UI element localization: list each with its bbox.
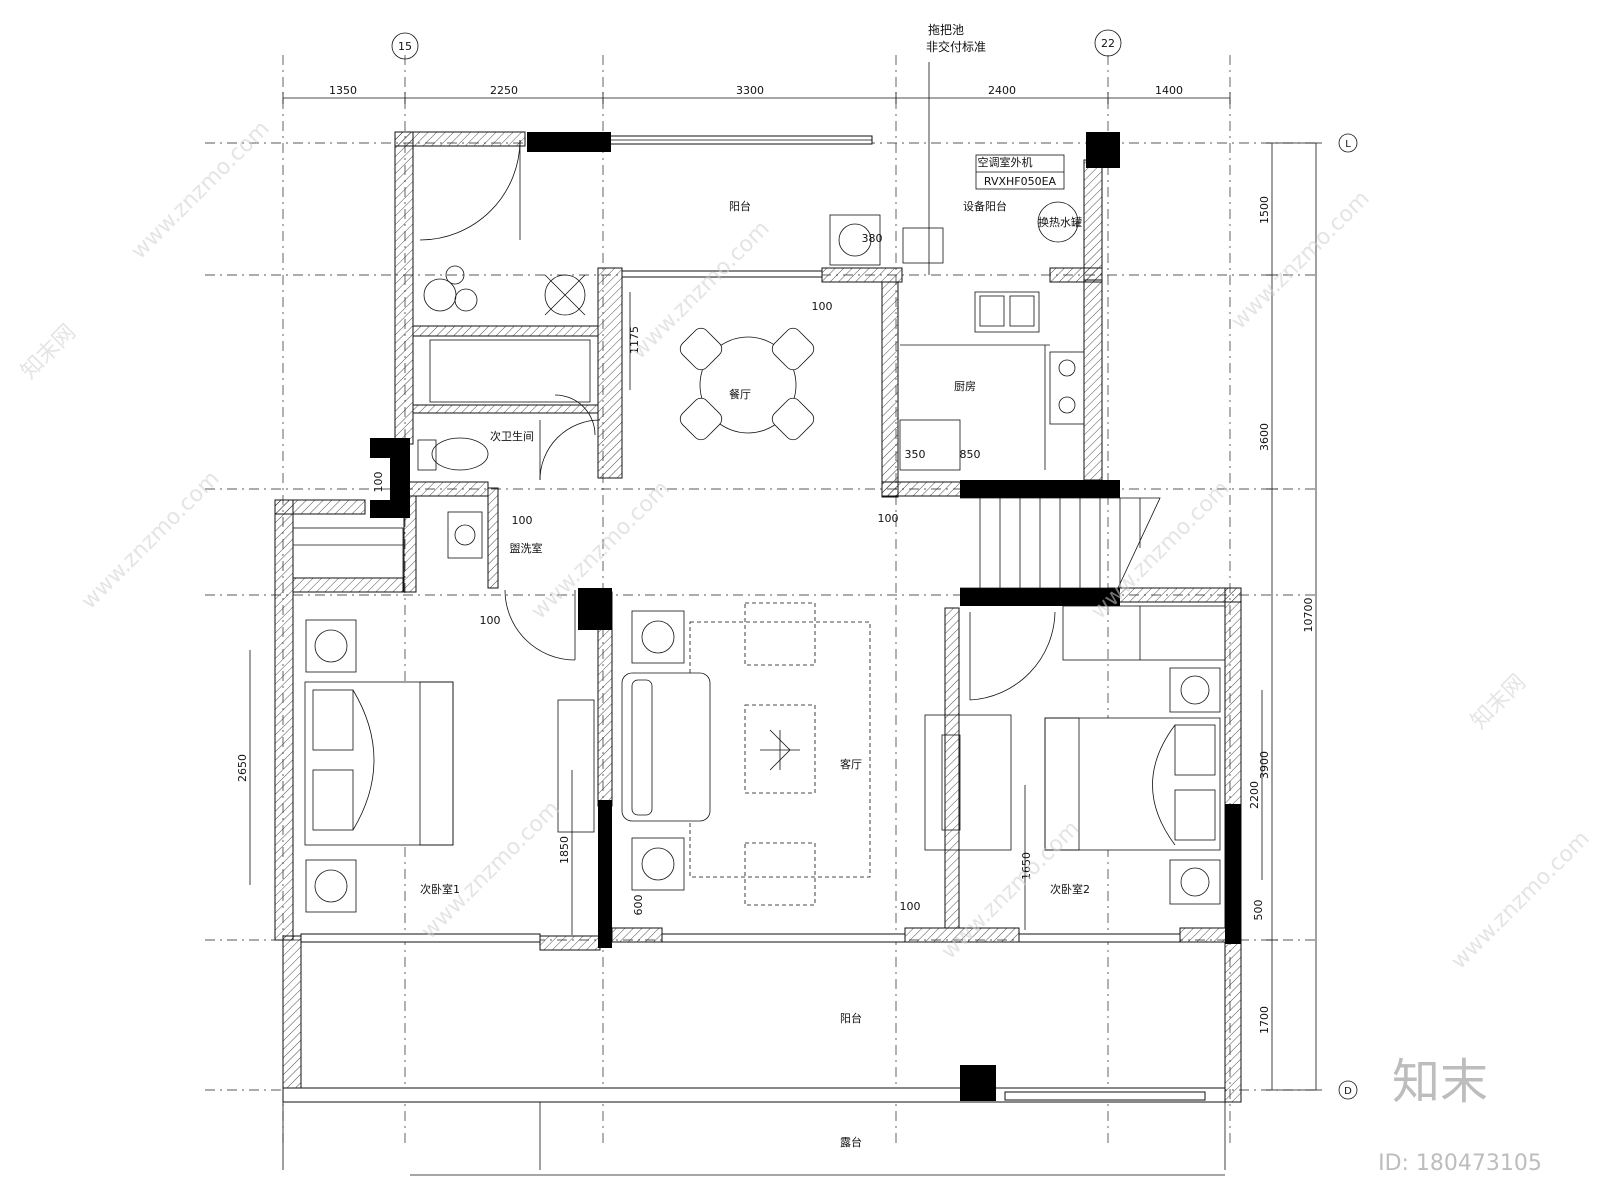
room-equipment-balcony: 设备阳台	[963, 199, 1007, 213]
axis-bubble-d: D	[1338, 1080, 1358, 1100]
bathroom-fixtures	[292, 339, 591, 579]
dim-3300: 3300	[736, 84, 764, 97]
room-living: 客厅	[840, 757, 862, 771]
watermark-brand-1: 知末网	[17, 320, 81, 384]
ac-model-label: RVXHF050EA	[984, 175, 1057, 188]
dim-350: 350	[905, 448, 926, 461]
dim-850: 850	[960, 448, 981, 461]
dim-1500: 1500	[1258, 196, 1271, 224]
heat-tank-symbol	[1037, 201, 1079, 243]
ac-unit-label: 空调室外机	[978, 155, 1033, 169]
top-dimensions: 1350 2250 3300 2400 1400	[282, 84, 1231, 104]
right-dimensions: 1500 3600 3900 1700 10700	[1258, 142, 1322, 1091]
axis-bubble-15: 15	[391, 32, 419, 60]
bedroom1-furniture	[304, 619, 595, 913]
room-bedroom2: 次卧室2	[1050, 882, 1090, 896]
watermarks: www.znzmo.com www.znzmo.com www.znzmo.co…	[17, 116, 1595, 974]
dim-600: 600	[632, 895, 645, 916]
room-bedroom1: 次卧室1	[420, 882, 460, 896]
living-furniture	[621, 602, 871, 906]
dim-100-c: 100	[480, 614, 501, 627]
dim-380: 380	[862, 232, 883, 245]
axis-label-15: 15	[398, 40, 412, 53]
brand-logo-text: 知末	[1392, 1054, 1488, 1110]
dim-1850: 1850	[558, 836, 571, 864]
dim-500: 500	[1252, 900, 1265, 921]
planters	[423, 265, 586, 316]
mop-pool-label: 拖把池	[928, 23, 964, 37]
room-balcony-top: 阳台	[729, 199, 751, 213]
dim-10700: 10700	[1302, 598, 1315, 633]
room-second-bath: 次卫生间	[490, 429, 534, 443]
room-kitchen: 厨房	[954, 380, 976, 393]
inner-dimensions: 2650 1850 600 1175 2200 1650 500 350 850…	[236, 232, 1265, 935]
heat-tank-label: 换热水罐	[1038, 215, 1082, 229]
bedroom2-furniture	[924, 605, 1226, 905]
kitchen-fixtures	[899, 291, 1085, 471]
mop-pool-note: 拖把池 非交付标准	[926, 23, 986, 275]
room-wash: 盥洗室	[510, 541, 543, 555]
axis-label-22: 22	[1101, 37, 1115, 50]
watermark-3: www.znzmo.com	[1227, 186, 1375, 334]
dim-2250: 2250	[490, 84, 518, 97]
brand-id: ID: 180473105	[1378, 1151, 1542, 1176]
dim-100-d: 100	[878, 512, 899, 525]
axis-label-d: D	[1344, 1086, 1352, 1097]
watermark-1: www.znzmo.com	[127, 116, 275, 264]
dim-100-a: 100	[812, 300, 833, 313]
dim-3900: 3900	[1258, 751, 1271, 779]
dim-1175: 1175	[628, 326, 641, 354]
dim-3600: 3600	[1258, 423, 1271, 451]
walls	[274, 131, 1242, 1176]
non-delivery-label: 非交付标准	[926, 39, 986, 54]
watermark-brand-2: 知末网	[1467, 670, 1531, 734]
room-dining: 餐厅	[729, 387, 751, 401]
dim-2400: 2400	[988, 84, 1016, 97]
dim-1400: 1400	[1155, 84, 1183, 97]
equipment-balcony-items	[829, 154, 1079, 266]
watermark-4: www.znzmo.com	[77, 466, 225, 614]
room-labels: 空调室外机 RVXHF050EA 换热水罐 阳台 设备阳台 餐厅 厨房 次卫生间…	[420, 155, 1090, 1149]
room-balcony-bottom: 阳台	[840, 1011, 862, 1025]
doors	[419, 139, 1056, 701]
dim-100-e: 100	[900, 900, 921, 913]
dim-1650: 1650	[1020, 852, 1033, 880]
dim-2650: 2650	[236, 754, 249, 782]
axis-bubble-l: L	[1338, 133, 1358, 153]
columns	[370, 132, 1241, 1101]
watermark-9: www.znzmo.com	[1447, 826, 1595, 974]
dim-1700: 1700	[1258, 1006, 1271, 1034]
staircase	[960, 497, 1161, 589]
dim-100-b: 100	[512, 514, 533, 527]
dim-1350: 1350	[329, 84, 357, 97]
brand-mark: 知末 ID: 180473105	[1378, 1054, 1542, 1176]
dining-table	[679, 327, 815, 441]
axis-label-l: L	[1345, 139, 1351, 150]
axis-bubble-22: 22	[1094, 29, 1122, 57]
dim-2200: 2200	[1248, 781, 1261, 809]
room-terrace: 露台	[840, 1135, 862, 1149]
dim-100-f: 100	[372, 472, 385, 493]
